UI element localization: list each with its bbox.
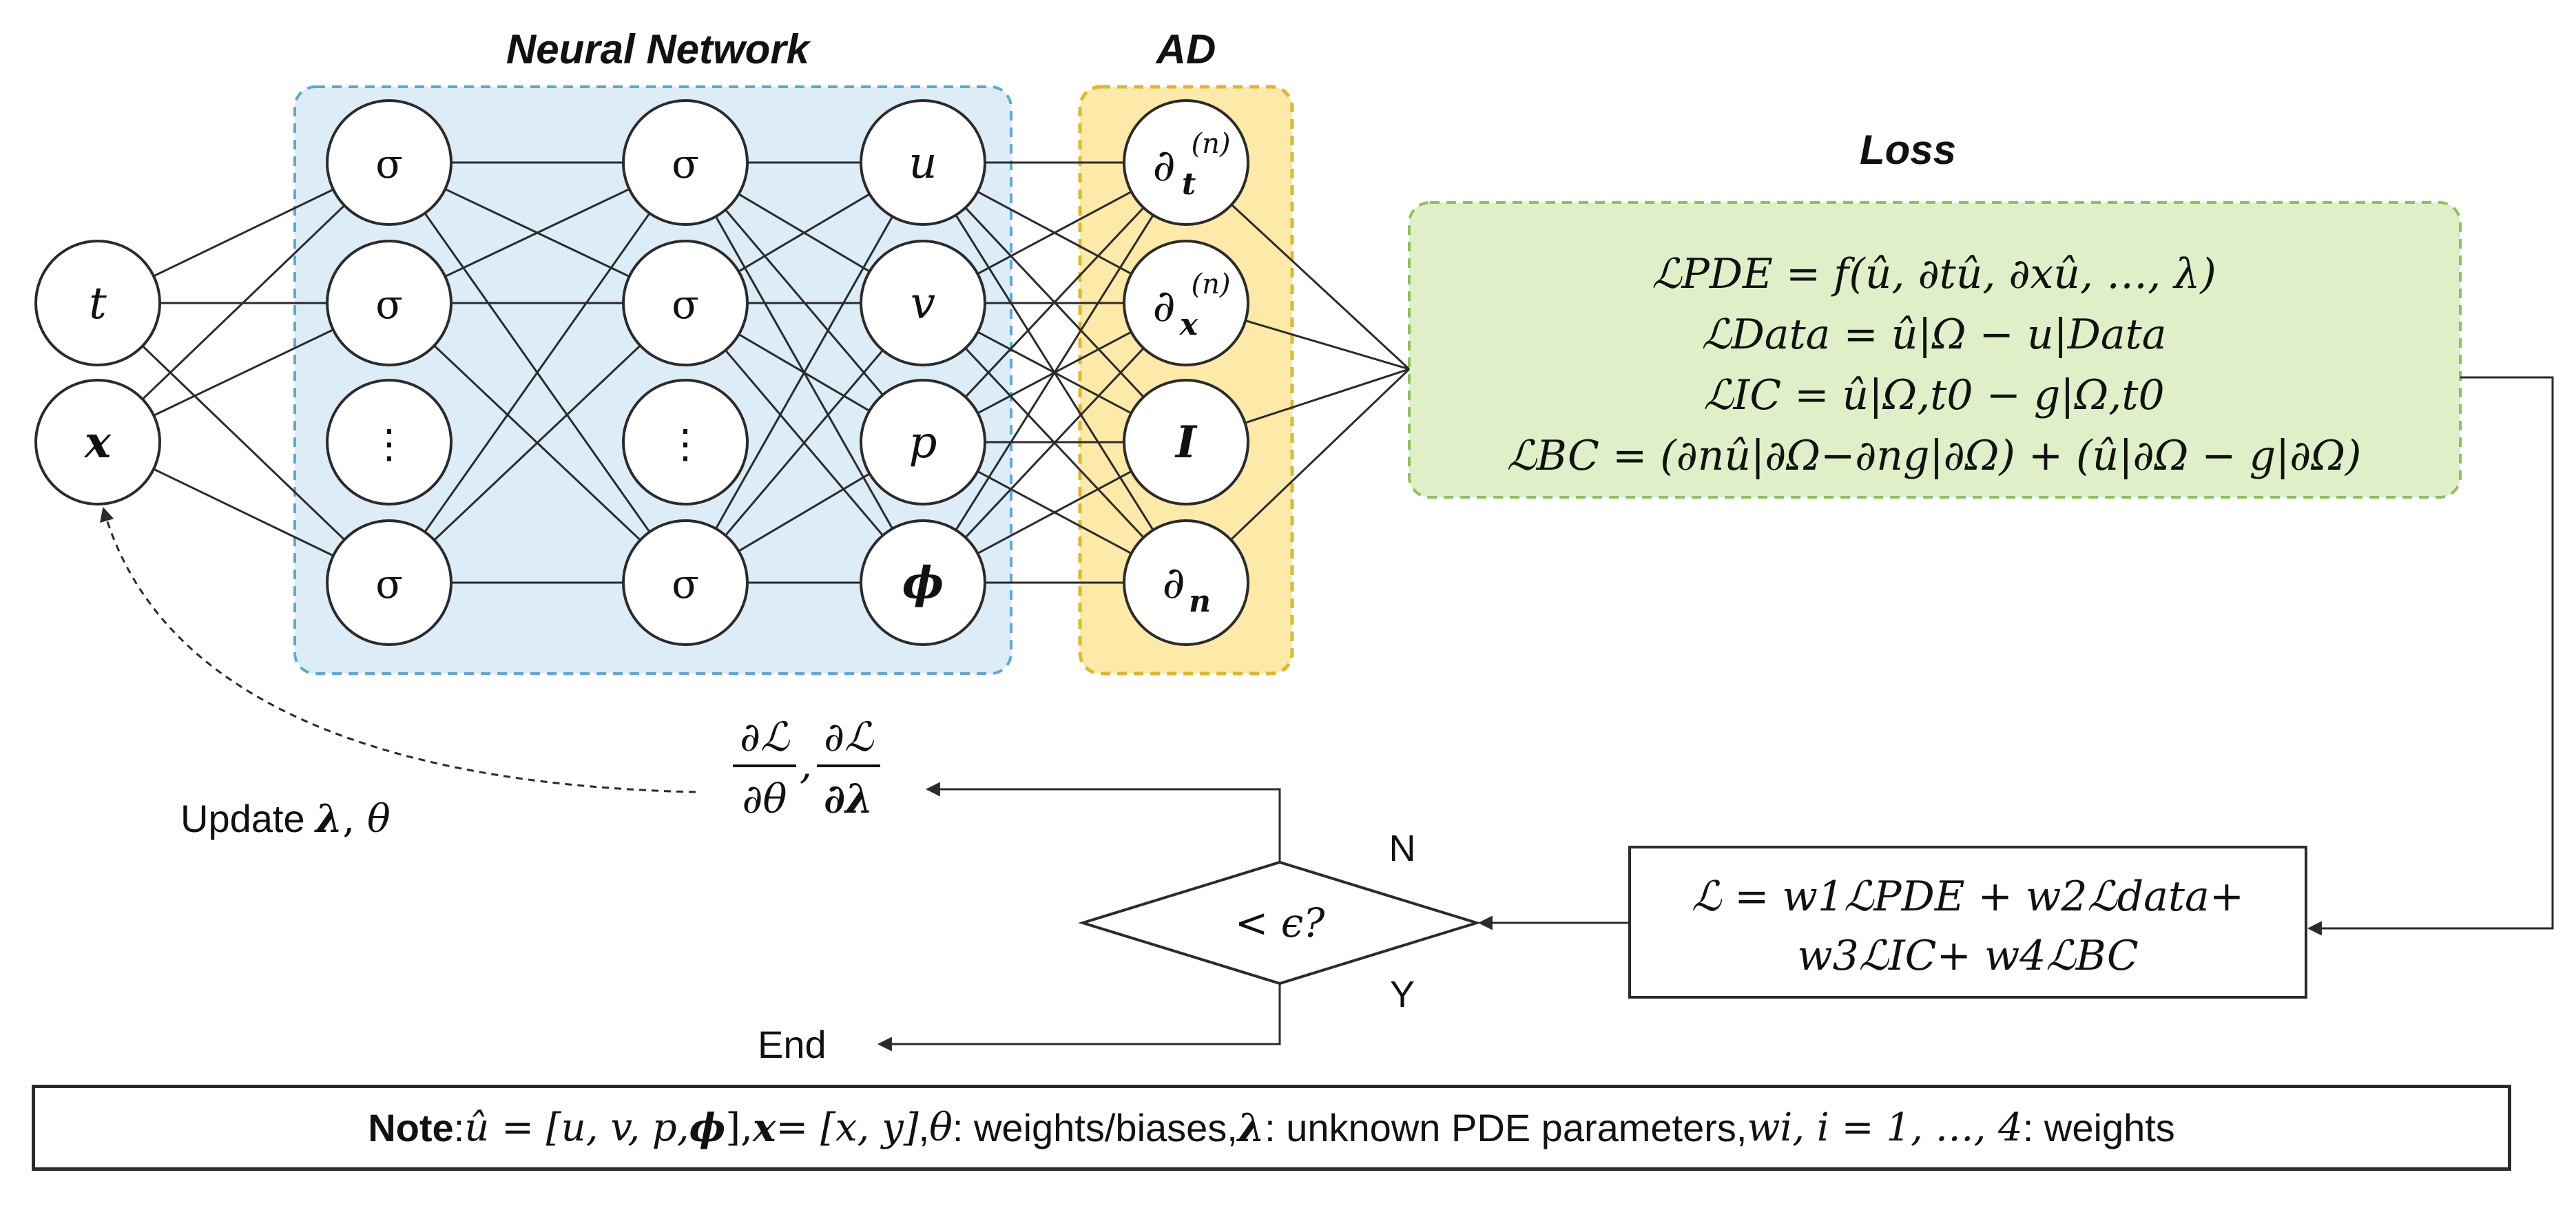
grad-lambda-den: ∂λ [824,775,873,822]
sigma-node: σ [672,281,699,328]
network-edge [964,347,1145,539]
note-t4: : unknown PDE parameters, [1265,1106,1747,1149]
loss-title: Loss [1860,127,1956,173]
total-loss-box [1628,846,2307,999]
update-theta: θ [367,797,391,842]
end-label: End [758,1023,827,1066]
loss-data-eq: ℒData = û|Ω − u|Data [1701,311,2166,359]
ad-title: AD [1155,26,1216,72]
network-edge [444,188,630,278]
input-node-x: x [34,379,161,506]
sigma-node: σ [672,561,699,607]
network-edge [153,468,334,557]
convergence-check-label: < ϵ? [1235,899,1326,946]
ad-dx-sup: (n) [1192,269,1231,300]
input-x-label: x [83,417,112,468]
update-sep: , [342,797,367,842]
loss-ic-eq: ℒIC = û|Ω,t0 − g|Ω,t0 [1703,371,2164,419]
network-edge [153,188,334,278]
note-t2: , [918,1106,930,1149]
ad-dx-sub: x [1179,307,1198,342]
ad-dx-partial: ∂ [1152,281,1175,332]
network-edge [977,470,1132,554]
ad-dt-sup: (n) [1192,128,1231,160]
output-p: p [909,417,937,468]
note-phi: ϕ [689,1105,726,1151]
input-node-t: t [34,240,161,366]
network-edge [738,472,871,552]
hidden-layer-2: σ σ ⋮ σ [622,99,749,646]
update-feedback-arrow [100,506,696,793]
ad-dn-sub: n [1189,584,1211,619]
ad-identity: I [1174,417,1198,468]
loss-to-total-connector [2307,376,2554,936]
network-edge [141,205,346,400]
hidden-layer-1: σ σ ⋮ σ [326,99,453,646]
update-label: Update λ, θ [180,796,391,842]
network-edge [153,329,334,417]
ad-dn-partial: ∂ [1162,558,1185,609]
loss-bc-eq: ℒBC = (∂nû|∂Ω−∂ng|∂Ω) + (û|∂Ω − g|∂Ω) [1507,432,2362,480]
note-t5: : weights [2022,1106,2175,1149]
loss-region [1408,201,2462,499]
network-edge [715,216,893,530]
loss-equations: ℒPDE = f(û, ∂tû, ∂xû, …, λ) ℒData = û|Ω … [1507,250,2362,480]
update-lambda: λ [314,796,342,842]
update-text: Update [180,797,315,840]
note-x-def: = [x, y] [776,1105,919,1150]
network-edge [725,349,884,536]
ad-to-loss-edge [1245,368,1410,424]
note-theta: θ [929,1105,953,1150]
output-v: v [911,278,935,329]
network-edge [424,212,651,533]
total-loss-line2: w3ℒIC+ w4ℒBC [1797,932,2139,980]
ellipsis: ⋮ [665,420,705,467]
output-layer: u v p ϕ [860,99,986,646]
network-edge [964,207,1145,398]
decision-no-connector [925,782,1281,862]
sigma-node: σ [375,281,403,328]
grad-lambda-num: ∂ℒ [824,713,874,760]
note-uhat-close: ], [725,1105,753,1150]
sigma-node: σ [375,561,403,607]
network-edge [977,191,1132,275]
ad-to-loss-edge [1231,204,1411,371]
ad-to-loss-edge [1245,320,1410,371]
sigma-node: σ [672,140,699,187]
output-u: u [908,138,937,189]
note-lambda: λ [1237,1105,1265,1151]
network-edges [141,161,1411,584]
network-edge [433,344,641,541]
note-box: Note: û = [u, v, p, ϕ], x = [x, y], θ: w… [32,1085,2511,1171]
loss-pde-eq: ℒPDE = f(û, ∂tû, ∂xû, …, λ) [1652,250,2216,298]
note-x-bold: x [752,1105,776,1151]
grad-theta-num: ∂ℒ [740,713,790,760]
network-edge [141,345,346,541]
grad-sep: , [800,741,812,788]
decision-yes-label: Y [1390,974,1415,1015]
note-weights-def: wi, i = 1, …, 4 [1747,1105,2023,1150]
ad-to-loss-edge [1229,368,1411,541]
total-loss-line1: ℒ = w1ℒPDE + w2ℒdata+ [1692,873,2244,921]
note-t1: : [453,1106,465,1149]
network-edge [738,193,871,273]
ad-dt-sub: t [1182,167,1196,202]
note-uhat-def: û = [u, v, p, [464,1105,689,1150]
nn-region [293,85,1012,675]
note-t3: : weights/biases, [952,1106,1238,1149]
output-phi: ϕ [902,557,944,609]
decision-yes-connector [877,983,1281,1052]
nn-title: Neural Network [506,26,811,72]
grad-theta-den: ∂θ [742,775,787,822]
sigma-node: σ [375,140,403,187]
note-bold: Note [368,1106,454,1149]
network-edge [955,214,1154,531]
ad-dt-partial: ∂ [1152,140,1175,191]
ad-layer: ∂ t (n) ∂ x (n) I ∂ n [1123,99,1249,646]
input-t-label: t [89,278,107,329]
gradient-expression: ∂ℒ ∂θ , ∂ℒ ∂λ [733,713,880,822]
decision-no-label: N [1389,828,1416,869]
ellipsis: ⋮ [369,420,409,467]
